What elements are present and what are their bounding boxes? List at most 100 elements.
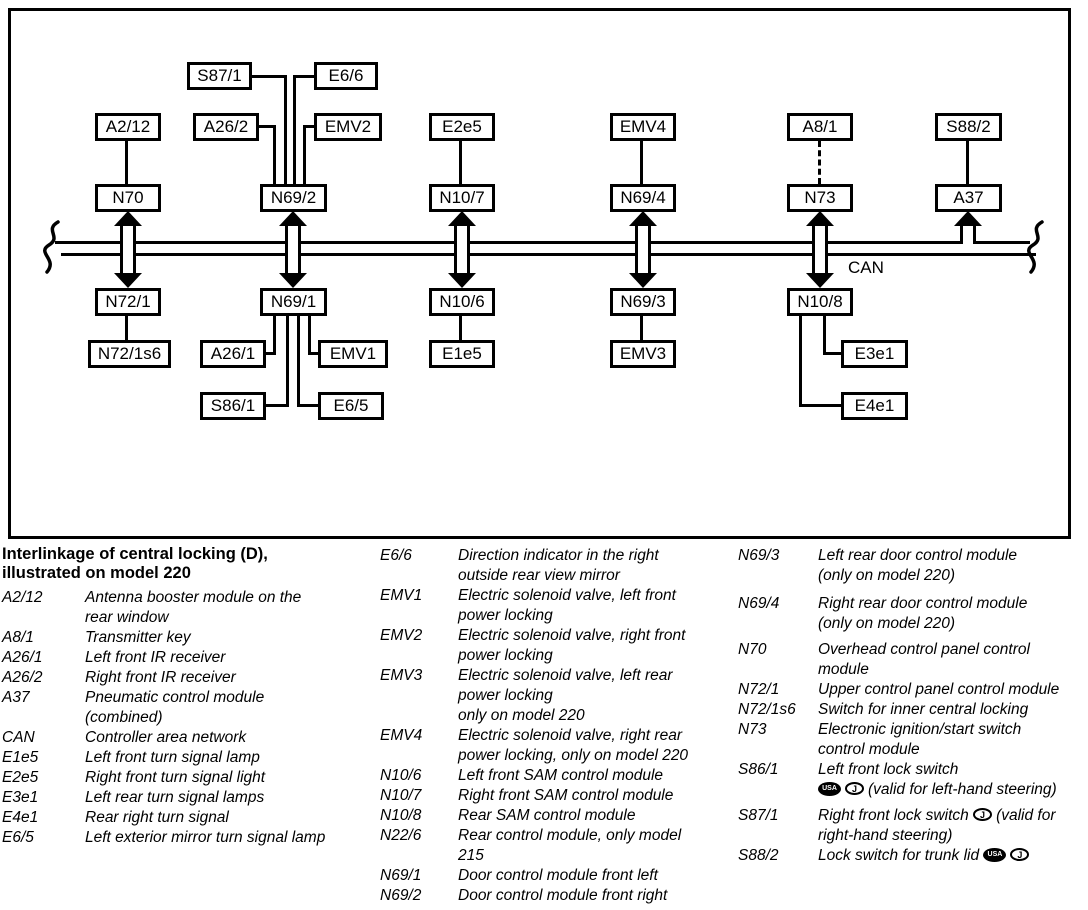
box-e6-6: E6/6 <box>314 62 378 90</box>
connector-line <box>799 404 841 407</box>
diagram-border <box>8 8 1071 539</box>
box-n69-1: N69/1 <box>260 288 327 316</box>
legend-desc-line: Switch for inner central locking <box>818 701 1029 718</box>
legend-desc-line: Rear control module, only model <box>458 827 682 844</box>
legend-entry: E3e1 Left rear turn signal lamps <box>2 788 374 808</box>
legend-description: Left rear door control module (only on mo… <box>818 546 1086 586</box>
bus-break-icon <box>1027 220 1044 274</box>
arrow-shaft <box>285 223 301 276</box>
legend-desc-line: Left rear door control module <box>818 547 1018 564</box>
legend-description: Door control module front right <box>458 886 736 906</box>
box-a37: A37 <box>935 184 1002 212</box>
legend-title-line1: Interlinkage of central locking (D), <box>2 545 268 563</box>
legend-desc-line: Direction indicator in the right <box>458 547 659 564</box>
legend-desc-line: (only on model 220) <box>818 567 955 584</box>
legend-code: A37 <box>2 689 30 706</box>
arrow-down-icon <box>279 273 307 288</box>
connector-line <box>640 141 643 184</box>
arrow-down-icon <box>114 273 142 288</box>
legend-description: Upper control panel control module <box>818 680 1086 700</box>
legend-code: A2/12 <box>2 589 43 606</box>
box-n10-8: N10/8 <box>787 288 853 316</box>
legend-desc-line: Right front IR receiver <box>85 669 236 686</box>
arrow-up-icon <box>448 211 476 226</box>
legend-code: N73 <box>738 721 767 738</box>
legend-code: N72/1s6 <box>738 701 796 718</box>
box-n72-1: N72/1 <box>95 288 161 316</box>
legend-entry: N10/7 Right front SAM control module <box>380 786 736 806</box>
legend-code: E3e1 <box>2 789 39 806</box>
connector-line <box>273 125 276 184</box>
connector-line <box>266 404 289 407</box>
legend-desc-line: Left rear turn signal lamps <box>85 789 265 806</box>
connector-line <box>308 316 311 355</box>
legend-desc-line: Controller area network <box>85 729 247 746</box>
connector-line <box>303 125 314 128</box>
box-e6-5: E6/5 <box>318 392 384 420</box>
legend-desc-line: power locking <box>458 607 553 624</box>
box-n69-3: N69/3 <box>610 288 676 316</box>
connector-line <box>125 316 128 340</box>
legend-desc-line: Right front SAM control module <box>458 787 674 804</box>
legend-description: Left front SAM control module <box>458 766 736 786</box>
arrow-up-icon <box>114 211 142 226</box>
can-bus-line <box>55 241 1030 244</box>
connector-line <box>252 75 287 78</box>
legend-desc-line: Electric solenoid valve, left rear <box>458 667 673 684</box>
usa-badge-icon: USA <box>983 847 1007 862</box>
legend-desc-line: Overhead control panel control <box>818 641 1030 658</box>
legend-desc-line: (combined) <box>85 709 163 726</box>
legend-desc-line: (only on model 220) <box>818 615 955 632</box>
legend-code: A26/2 <box>2 669 43 686</box>
box-emv3: EMV3 <box>610 340 676 368</box>
legend-desc-line: Left exterior mirror turn signal lamp <box>85 829 326 846</box>
arrow-up-icon <box>629 211 657 226</box>
legend-code: N69/4 <box>738 595 780 612</box>
legend-code: EMV1 <box>380 587 423 604</box>
connector-line <box>303 125 306 184</box>
legend-desc-line: control module <box>818 741 920 758</box>
j-badge-icon: J <box>845 782 864 796</box>
legend-description: Left exterior mirror turn signal lamp <box>85 828 374 848</box>
arrow-shaft <box>635 223 651 276</box>
legend-code: EMV3 <box>380 667 423 684</box>
box-n72-1s6: N72/1s6 <box>88 340 171 368</box>
legend-title-line2: illustrated on model 220 <box>2 564 191 582</box>
box-n10-6: N10/6 <box>429 288 495 316</box>
legend-desc-line: Right front lock switch J(valid for <box>818 807 1056 824</box>
legend-desc-line: Antenna booster module on the <box>85 589 302 606</box>
legend-desc-line: Left front turn signal lamp <box>85 749 260 766</box>
legend-entry: A26/2 Right front IR receiver <box>2 668 374 688</box>
legend-code: N10/8 <box>380 807 422 824</box>
legend-description: Right front turn signal light <box>85 768 374 788</box>
legend-code: N10/7 <box>380 787 422 804</box>
legend-code: N72/1 <box>738 681 780 698</box>
legend-description: Left front IR receiver <box>85 648 374 668</box>
legend-desc-line: Rear right turn signal <box>85 809 229 826</box>
connector-line <box>273 316 276 355</box>
connector-line <box>125 141 128 184</box>
connector-line <box>293 75 296 184</box>
legend-desc-line: Left front lock switch <box>818 761 959 778</box>
legend-desc-line: 215 <box>458 847 484 864</box>
legend-desc-line: Door control module front right <box>458 887 668 904</box>
legend-code: N69/1 <box>380 867 422 884</box>
legend-desc-line: Left front IR receiver <box>85 649 226 666</box>
